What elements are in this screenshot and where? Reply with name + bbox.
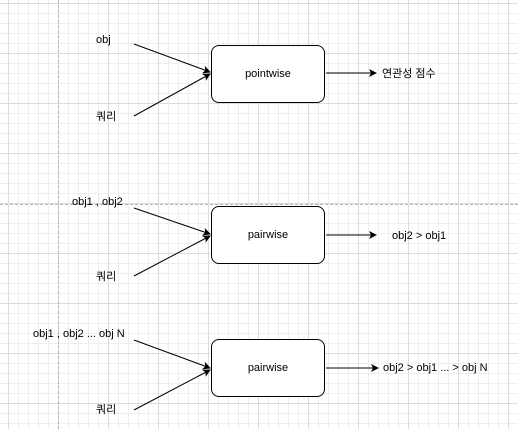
row1-arrow-input-top[interactable] <box>133 43 211 74</box>
row3-arrow-input-bottom[interactable] <box>133 369 211 411</box>
vertical-guide-line <box>58 0 59 429</box>
row3-process-label: pairwise <box>247 362 289 374</box>
row3-input-top-label[interactable]: obj1 , obj2 ... obj N <box>33 328 125 340</box>
row1-process-label: pointwise <box>245 68 291 80</box>
row2-process-label: pairwise <box>247 229 289 241</box>
row2-arrow-input-bottom[interactable] <box>133 235 211 277</box>
row3-input-bottom-label[interactable]: 쿼리 <box>96 404 117 416</box>
row2-input-top-label[interactable]: obj1 , obj2 <box>72 196 123 208</box>
row1-input-top-label[interactable]: obj <box>96 34 111 46</box>
row2-output-label[interactable]: obj2 > obj1 <box>392 230 447 242</box>
row3-arrow-input-top[interactable] <box>133 339 211 370</box>
row3-output-label[interactable]: obj2 > obj1 ... > obj N <box>383 362 488 374</box>
row2-process-node[interactable]: pairwise <box>211 206 325 264</box>
row1-process-node[interactable]: pointwise <box>211 45 325 103</box>
row3-process-node[interactable]: pairwise <box>211 339 325 397</box>
row1-input-bottom-label[interactable]: 쿼리 <box>96 111 117 123</box>
row2-input-bottom-label[interactable]: 쿼리 <box>96 271 117 283</box>
horizontal-guide-line <box>0 204 518 205</box>
row2-arrow-input-top[interactable] <box>133 207 211 236</box>
row1-arrow-input-bottom[interactable] <box>133 73 211 117</box>
row1-output-label[interactable]: 연관성 점수 <box>382 68 436 80</box>
